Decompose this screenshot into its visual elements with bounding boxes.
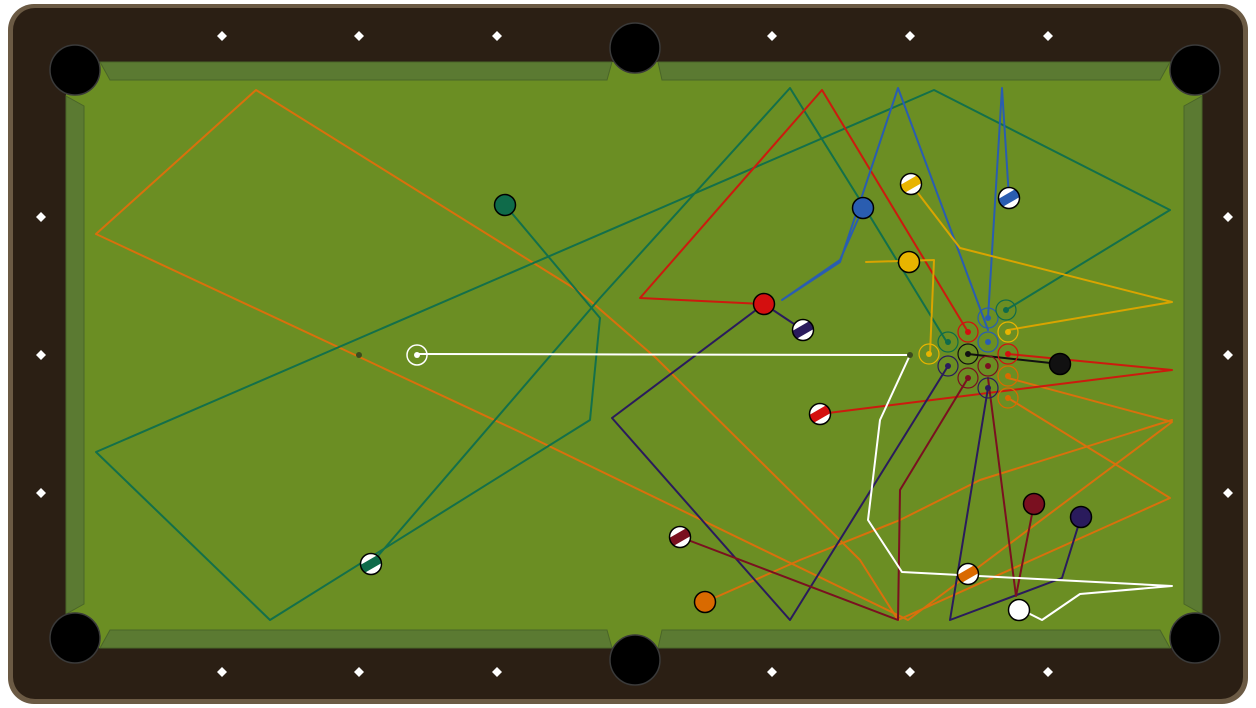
spot-marker-icon bbox=[965, 351, 971, 357]
cushion-left bbox=[66, 96, 84, 614]
spot-marker-icon bbox=[1005, 351, 1011, 357]
ball-4[interactable] bbox=[1071, 507, 1092, 528]
pool-ball-icon bbox=[754, 294, 775, 315]
pocket-icon bbox=[50, 45, 100, 95]
pocket-icon bbox=[50, 613, 100, 663]
cushion-bottom-left bbox=[100, 630, 612, 648]
spot-marker-icon bbox=[985, 339, 991, 345]
pool-ball-icon bbox=[495, 195, 516, 216]
spot-marker-icon bbox=[926, 351, 932, 357]
spot-marker-icon bbox=[985, 315, 991, 321]
pool-ball-icon bbox=[853, 198, 874, 219]
pocket-icon bbox=[1170, 45, 1220, 95]
cushion-top-left bbox=[100, 62, 612, 80]
cushion-bottom-right bbox=[658, 630, 1170, 648]
spot-marker-icon bbox=[945, 339, 951, 345]
ball-5[interactable] bbox=[695, 592, 716, 613]
ball-3[interactable] bbox=[754, 294, 775, 315]
ball-6[interactable] bbox=[495, 195, 516, 216]
spot-marker-icon bbox=[985, 385, 991, 391]
spot-marker-icon bbox=[1005, 329, 1011, 335]
spot-marker-icon bbox=[945, 363, 951, 369]
pocket-icon bbox=[610, 23, 660, 73]
spot-marker-icon bbox=[1005, 373, 1011, 379]
ball-7[interactable] bbox=[1024, 494, 1045, 515]
ball-1[interactable] bbox=[899, 252, 920, 273]
pocket-icon bbox=[610, 635, 660, 685]
pool-ball-icon bbox=[899, 252, 920, 273]
ball-2[interactable] bbox=[853, 198, 874, 219]
ball-8[interactable] bbox=[1050, 354, 1071, 375]
spot-marker-icon bbox=[907, 352, 913, 358]
pool-ball-icon bbox=[1024, 494, 1045, 515]
cushion-top-right bbox=[658, 62, 1170, 80]
cushion-right bbox=[1184, 96, 1202, 614]
spot-marker-icon bbox=[1003, 307, 1009, 313]
spot-marker-icon bbox=[965, 329, 971, 335]
spot-marker-icon bbox=[1005, 395, 1011, 401]
pocket-icon bbox=[1170, 613, 1220, 663]
spot-marker-icon bbox=[985, 363, 991, 369]
ball-0[interactable] bbox=[1009, 600, 1030, 621]
pool-ball-icon bbox=[1009, 600, 1030, 621]
spot-marker-icon bbox=[414, 352, 420, 358]
pool-ball-icon bbox=[695, 592, 716, 613]
spot-marker-icon bbox=[356, 352, 362, 358]
pool-ball-icon bbox=[1050, 354, 1071, 375]
spot-marker-icon bbox=[965, 375, 971, 381]
pool-ball-icon bbox=[1071, 507, 1092, 528]
